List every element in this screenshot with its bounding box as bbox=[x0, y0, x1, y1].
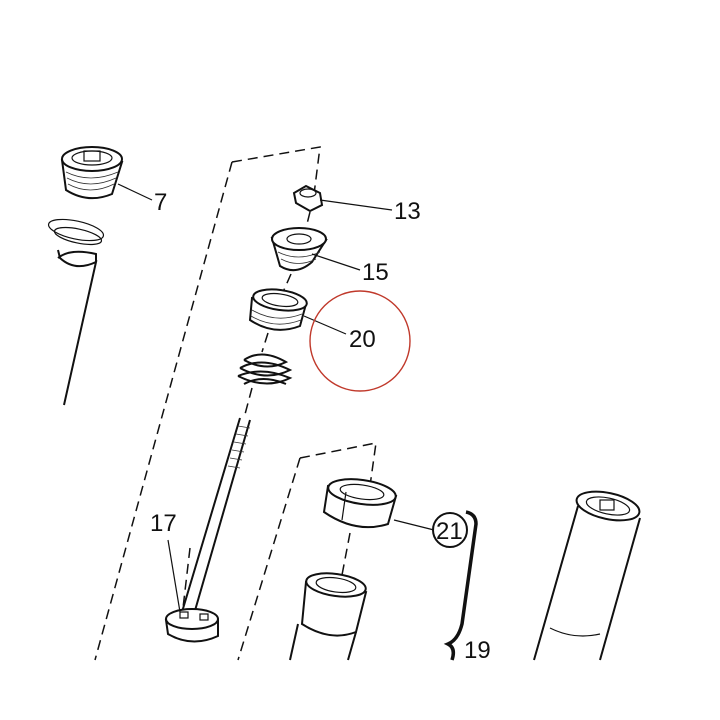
bushing-part bbox=[248, 288, 308, 331]
left-fork-tube bbox=[47, 218, 105, 406]
cone-washer-part bbox=[270, 227, 328, 272]
spring-part bbox=[237, 353, 293, 385]
left-top-cap bbox=[60, 146, 124, 200]
group-bracket bbox=[443, 510, 478, 661]
callout-21-circle bbox=[432, 512, 468, 548]
callout-19: 19 bbox=[464, 637, 491, 664]
upper-bushing-part bbox=[322, 478, 398, 529]
damper-rod bbox=[181, 417, 251, 615]
nut-part bbox=[292, 184, 324, 213]
callout-17: 17 bbox=[150, 510, 177, 537]
highlight-circle bbox=[309, 290, 411, 392]
callout-7: 7 bbox=[154, 189, 167, 216]
leader-lines bbox=[117, 183, 435, 613]
callout-20: 20 bbox=[349, 326, 376, 353]
slider-bushing-part bbox=[300, 572, 368, 637]
callout-21: 21 bbox=[436, 518, 463, 545]
rod-base-washer-part bbox=[164, 608, 219, 643]
center-lower-tube bbox=[289, 623, 357, 661]
right-fork-tube bbox=[533, 490, 641, 661]
callout-13: 13 bbox=[394, 198, 421, 225]
callout-15: 15 bbox=[362, 259, 389, 286]
